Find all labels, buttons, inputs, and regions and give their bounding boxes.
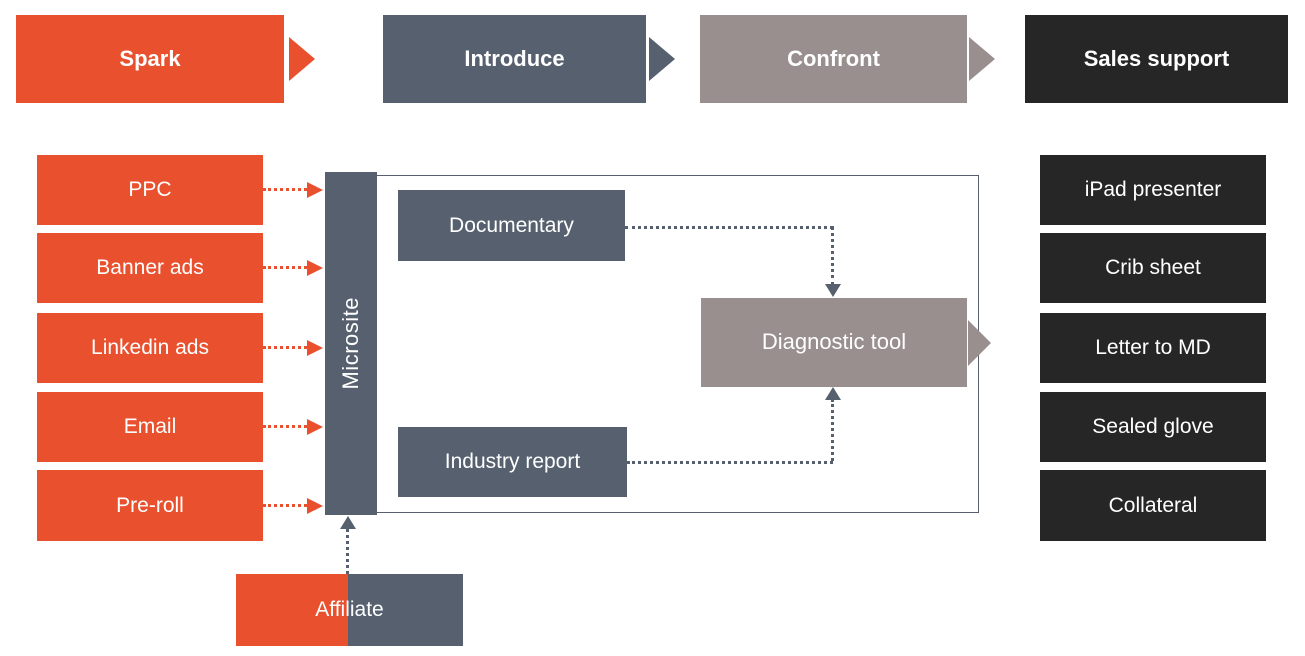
stage-spark: Spark [16,15,284,103]
dotted-path-documentary-v [831,226,834,286]
channel-banner-ads: Banner ads [37,233,263,303]
stage-arrow-3-icon [969,37,995,81]
dotted-arrowhead-ppc-icon [307,182,323,198]
dotted-arrow-affiliate [346,529,349,574]
sales-item-ipad-presenter: iPad presenter [1040,155,1266,225]
dotted-arrow-pre-roll [263,504,307,507]
sales-item-sealed-glove: Sealed glove [1040,392,1266,462]
dotted-arrowhead-linkedin-ads-icon [307,340,323,356]
dotted-arrow-ppc [263,188,307,191]
dotted-arrowhead-banner-ads-icon [307,260,323,276]
stage-arrow-2-icon [649,37,675,81]
dotted-arrow-email [263,425,307,428]
arrowhead-affiliate-icon [340,516,356,529]
content-industry-report: Industry report [398,427,627,497]
affiliate-orange-half [236,574,348,646]
arrowhead-documentary-icon [825,284,841,297]
sales-item-letter-to-md: Letter to MD [1040,313,1266,383]
dotted-arrowhead-email-icon [307,419,323,435]
sales-item-crib-sheet: Crib sheet [1040,233,1266,303]
dotted-arrow-linkedin-ads [263,346,307,349]
dotted-path-industry-report-v [831,399,834,461]
channel-linkedin-ads: Linkedin ads [37,313,263,383]
microsite-label: Microsite [338,297,363,390]
channel-pre-roll: Pre-roll [37,470,263,541]
content-diagnostic-tool: Diagnostic tool [701,298,967,387]
stage-introduce: Introduce [383,15,646,103]
affiliate-slate-half [348,574,463,646]
dotted-arrow-banner-ads [263,266,307,269]
affiliate-label: Affiliate [315,598,384,622]
stage-sales-support: Sales support [1025,15,1288,103]
channel-ppc: PPC [37,155,263,225]
stage-confront: Confront [700,15,967,103]
sales-item-collateral: Collateral [1040,470,1266,541]
diagnostic-output-arrow-icon [968,320,991,366]
microsite-bar: Microsite [325,172,377,515]
stage-arrow-1-icon [289,37,315,81]
dotted-path-industry-report-h [627,461,833,464]
content-documentary: Documentary [398,190,625,261]
arrowhead-industry-report-icon [825,387,841,400]
dotted-path-documentary-h [625,226,833,229]
channel-affiliate: Affiliate [236,574,463,646]
dotted-arrowhead-pre-roll-icon [307,498,323,514]
channel-email: Email [37,392,263,462]
